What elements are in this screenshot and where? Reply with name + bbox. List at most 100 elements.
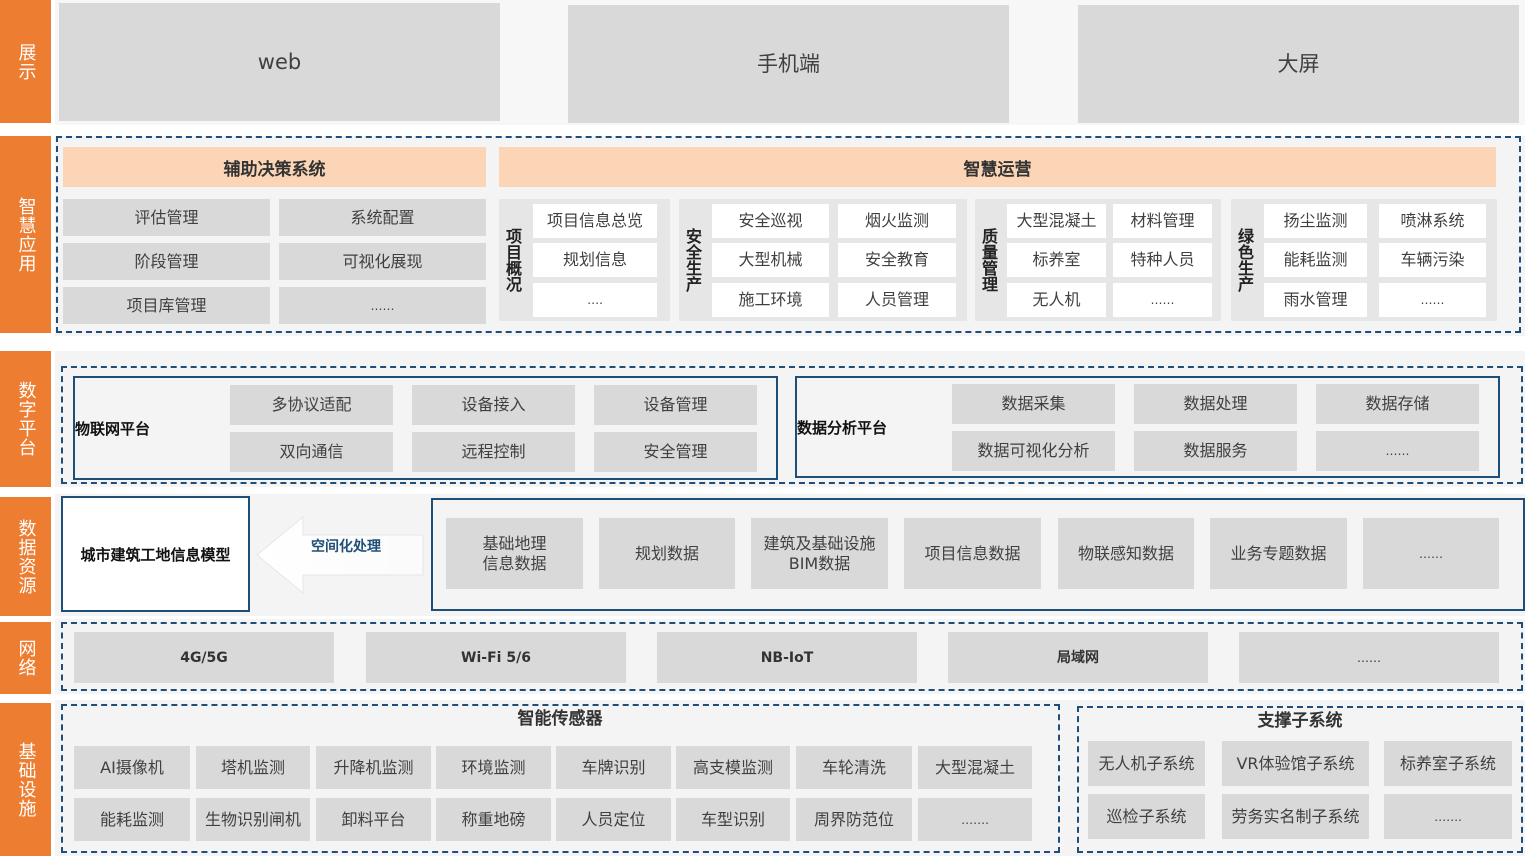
- analytics-item: 数据存储: [1316, 384, 1479, 424]
- ops-group-label: 质量管理: [979, 228, 998, 292]
- decision-item: ……: [279, 287, 486, 324]
- layer-label-smart-app: 智慧应用: [0, 136, 51, 333]
- data-source-item: 建筑及基础设施 BIM数据: [751, 518, 888, 589]
- decision-item: 可视化展现: [279, 243, 486, 280]
- sensor-item: 高支模监测: [676, 746, 790, 789]
- sensor-item: 大型混凝土: [918, 746, 1032, 789]
- ops-item: 大型混凝土: [1007, 204, 1106, 238]
- ops-item: 项目信息总览: [533, 204, 657, 238]
- data-source-item: 业务专题数据: [1210, 518, 1347, 589]
- display-web-box: web: [59, 3, 500, 121]
- support-item: 巡检子系统: [1088, 794, 1205, 839]
- analytics-item: 数据采集: [952, 384, 1115, 424]
- sensor-item: 人员定位: [556, 798, 671, 841]
- data-source-item: 项目信息数据: [904, 518, 1041, 589]
- ops-item: 车辆污染: [1379, 243, 1486, 277]
- ops-item: 特种人员: [1113, 243, 1212, 277]
- sensor-item: 升降机监测: [316, 746, 431, 789]
- sensors-title: 智能传感器: [517, 709, 603, 729]
- ops-item: 能耗监测: [1264, 243, 1367, 277]
- layer-label-data-resources: 数据资源: [0, 497, 51, 616]
- ops-item: 雨水管理: [1264, 283, 1367, 317]
- data-source-item: 规划数据: [599, 518, 735, 589]
- data-source-item: ……: [1363, 518, 1499, 589]
- data-source-item: 基础地理 信息数据: [446, 518, 583, 589]
- ops-item: 标养室: [1007, 243, 1106, 277]
- support-item: …….: [1384, 794, 1512, 839]
- network-item: 4G/5G: [74, 632, 334, 683]
- ops-group-label: 项目概况: [503, 228, 522, 292]
- layer-label-display: 展示: [0, 0, 51, 123]
- city-site-information-model: 城市建筑工地信息模型: [61, 496, 250, 612]
- network-item: 局域网: [948, 632, 1208, 683]
- sensor-item: 车轮清洗: [796, 746, 912, 789]
- digital-platform-frame: [61, 366, 1523, 484]
- iot-item: 设备管理: [594, 385, 757, 425]
- layer-label-network: 网络: [0, 622, 51, 694]
- smart-operations-header: 智慧运营: [499, 147, 1496, 187]
- support-item: VR体验馆子系统: [1222, 741, 1369, 786]
- iot-platform-title: 物联网平台: [75, 419, 151, 438]
- sensor-item: AI摄像机: [74, 746, 190, 789]
- ops-item: 安全巡视: [712, 204, 829, 238]
- ops-item: 无人机: [1007, 283, 1106, 317]
- network-item: Wi-Fi 5/6: [366, 632, 626, 683]
- network-frame: [61, 622, 1523, 691]
- iot-item: 远程控制: [412, 432, 575, 472]
- decision-item: 系统配置: [279, 199, 486, 236]
- ops-item: 施工环境: [712, 283, 829, 317]
- ops-item: 烟火监测: [838, 204, 956, 238]
- smart-app-frame: [56, 136, 1521, 333]
- sensor-item: 称重地磅: [436, 798, 551, 841]
- spatialization-label: 空间化处理: [311, 539, 381, 555]
- analytics-item: ……: [1316, 431, 1479, 471]
- data-source-item: 物联感知数据: [1058, 518, 1194, 589]
- spatialization-arrow-icon: [256, 515, 424, 595]
- decision-system-header: 辅助决策系统: [63, 147, 486, 187]
- display-bigscreen-box: 大屏: [1078, 5, 1519, 123]
- ops-item: ….: [533, 283, 657, 317]
- ops-item: 安全教育: [838, 243, 956, 277]
- ops-item: 扬尘监测: [1264, 204, 1367, 238]
- ops-item: ……: [1113, 283, 1212, 317]
- decision-item: 阶段管理: [63, 243, 270, 280]
- decision-item: 评估管理: [63, 199, 270, 236]
- support-item: 标养室子系统: [1384, 741, 1512, 786]
- ops-item: 材料管理: [1113, 204, 1212, 238]
- ops-group-label: 安全生产: [683, 228, 702, 292]
- sensor-item: 车牌识别: [556, 746, 671, 789]
- sensors-frame: [61, 704, 1060, 853]
- network-item: NB-IoT: [657, 632, 917, 683]
- analytics-platform-title: 数据分析平台: [797, 418, 888, 437]
- ops-item: 规划信息: [533, 243, 657, 277]
- analytics-item: 数据处理: [1134, 384, 1297, 424]
- analytics-item: 数据服务: [1134, 431, 1297, 471]
- sensor-item: 能耗监测: [74, 798, 190, 841]
- sensor-item: …….: [918, 798, 1032, 841]
- display-mobile-box: 手机端: [568, 5, 1009, 123]
- analytics-item: 数据可视化分析: [952, 431, 1115, 471]
- layer-label-infrastructure: 基础设施: [0, 703, 51, 856]
- iot-item: 安全管理: [594, 432, 757, 472]
- sensor-item: 环境监测: [436, 746, 551, 789]
- ops-item: ……: [1379, 283, 1486, 317]
- sensor-item: 塔机监测: [196, 746, 310, 789]
- iot-item: 设备接入: [412, 385, 575, 425]
- support-item: 劳务实名制子系统: [1222, 794, 1369, 839]
- ops-item: 人员管理: [838, 283, 956, 317]
- iot-item: 多协议适配: [230, 385, 393, 425]
- sensor-item: 卸料平台: [316, 798, 431, 841]
- ops-item: 大型机械: [712, 243, 829, 277]
- sensor-item: 周界防范位: [796, 798, 912, 841]
- support-frame: [1077, 706, 1523, 853]
- ops-item: 喷淋系统: [1379, 204, 1486, 238]
- decision-item: 项目库管理: [63, 287, 270, 324]
- sensor-item: 生物识别闸机: [196, 798, 310, 841]
- support-item: 无人机子系统: [1088, 741, 1205, 786]
- iot-item: 双向通信: [230, 432, 393, 472]
- layer-label-digital-platform: 数字平台: [0, 351, 51, 487]
- network-item: ……: [1239, 632, 1499, 683]
- sensor-item: 车型识别: [676, 798, 790, 841]
- ops-group-label: 绿色生产: [1235, 228, 1254, 292]
- support-title: 支撑子系统: [1257, 711, 1343, 731]
